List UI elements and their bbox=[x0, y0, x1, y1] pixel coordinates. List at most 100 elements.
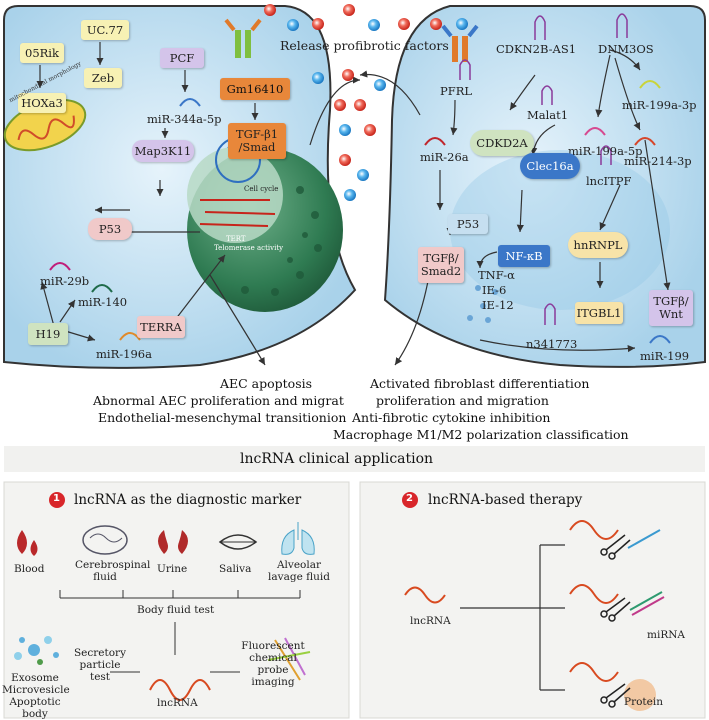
vesicle-icon bbox=[14, 636, 59, 665]
nuclear-pores bbox=[241, 186, 322, 296]
panel2-badge bbox=[402, 492, 418, 508]
mirna-strand-icon bbox=[627, 529, 665, 616]
nucleolus-region bbox=[187, 147, 283, 243]
protein-icon bbox=[624, 679, 656, 711]
right-cell-membrane bbox=[383, 5, 706, 368]
label-mir-26a: miR-26a bbox=[420, 150, 469, 164]
outcome-activated-fibroblast: Activated fibroblast differentiation bbox=[370, 376, 590, 391]
outcome-aec-apoptosis: AEC apoptosis bbox=[219, 376, 313, 391]
brain-icon bbox=[82, 525, 128, 555]
box-tgf-smad: TGF-β1 /Smad bbox=[228, 123, 286, 159]
label-pfrl: PFRL bbox=[440, 84, 473, 98]
box-zeb: Zeb bbox=[84, 68, 122, 88]
panel2-mirna: miRNA bbox=[647, 629, 685, 641]
cytokine-dots bbox=[467, 285, 498, 323]
outcome-endothelial: Endothelial-mesenchymal transitionion bbox=[98, 410, 347, 425]
label-mir-344a-5p: miR-344a-5p bbox=[147, 112, 222, 126]
box-p53-left: P53 bbox=[88, 218, 132, 240]
lncrna-glyphs bbox=[459, 13, 628, 325]
box-clec16a: Clec16a bbox=[520, 153, 580, 179]
therapy-lncrna-icon bbox=[404, 586, 446, 604]
panel1-title: lncRNA as the diagnostic marker bbox=[74, 492, 302, 508]
chromosome-icon bbox=[199, 199, 276, 227]
box-itgbl1: ITGBL1 bbox=[575, 302, 623, 324]
blood-icon bbox=[17, 530, 38, 556]
label-cell-cycle: Cell cycle bbox=[244, 185, 279, 193]
profibrotic-particles bbox=[264, 4, 468, 201]
therapy-branch1-icon bbox=[569, 520, 619, 540]
label-cdkn2b-as1: CDKN2B-AS1 bbox=[496, 42, 577, 56]
label-ie-6: IE-6 bbox=[482, 283, 507, 297]
box-hnrnpl: hnRNPL bbox=[568, 232, 628, 258]
left-outcomes: AEC apoptosis bbox=[176, 376, 356, 391]
box-map3k11: Map3K11 bbox=[132, 140, 194, 162]
lungs-icon bbox=[281, 522, 315, 555]
label-mir-199a-3p: miR-199a-3p bbox=[622, 98, 697, 112]
body-fluid-test: Body fluid test bbox=[137, 604, 215, 616]
fluid-bracket bbox=[59, 590, 301, 673]
fluid-blood: Blood bbox=[14, 563, 45, 575]
label-mir-199a-5p: miR-199a-5p bbox=[568, 144, 643, 158]
panel2-title: lncRNA-based therapy bbox=[428, 492, 583, 508]
scissors-icon bbox=[600, 534, 631, 708]
therapy-tree bbox=[460, 544, 565, 691]
panel1-number: 1 bbox=[53, 493, 60, 504]
outcome-macrophage: Macrophage M1/M2 polarization classifica… bbox=[333, 427, 629, 442]
fluid-alveolar: Alveolar lavage fluid bbox=[268, 559, 330, 583]
receptor-left-icon bbox=[224, 18, 262, 58]
panel2-protein: Protein bbox=[624, 696, 663, 708]
panel2-number: 2 bbox=[406, 493, 413, 504]
box-uc77: UC.77 bbox=[81, 20, 129, 40]
label-telomerase: Telomerase activity bbox=[214, 244, 284, 252]
panel2-lncrna: lncRNA bbox=[410, 615, 451, 627]
therapy-branch3-icon bbox=[569, 662, 619, 682]
fluid-urine: Urine bbox=[157, 563, 188, 575]
fluid-saliva: Saliva bbox=[219, 563, 252, 575]
panel2-bg bbox=[359, 481, 706, 719]
kidney-icon bbox=[158, 530, 188, 554]
secretory-particle-test: Secretory particle test bbox=[73, 647, 126, 683]
fluid-csf: Cerebrospinal fluid bbox=[75, 559, 151, 583]
receptor-right-icon bbox=[441, 24, 479, 62]
panel1-lncrna: lncRNA bbox=[157, 697, 198, 709]
lncrna-strand-icon bbox=[149, 679, 211, 701]
label-mir-214-3p: miR-214-3p bbox=[624, 154, 692, 168]
label-mir-140: miR-140 bbox=[78, 295, 128, 309]
label-lncitpf: lncITPF bbox=[586, 174, 632, 188]
label-dnm3os: DNM3OS bbox=[598, 42, 654, 56]
outcome-anti-fibrotic: Anti-fibrotic cytokine inhibition bbox=[352, 410, 551, 425]
probe-icon bbox=[267, 637, 311, 681]
box-gm16410: Gm16410 bbox=[220, 78, 290, 100]
box-hoxa3: HOXa3 bbox=[18, 93, 66, 113]
label-mir-199: miR-199 bbox=[640, 349, 690, 363]
outcome-proliferation-migration: proliferation and migration bbox=[376, 393, 549, 408]
clinical-header-band bbox=[4, 446, 705, 472]
box-nf-kb: NF-κB bbox=[498, 245, 550, 267]
label-ie-12: IE-12 bbox=[482, 298, 514, 312]
label-mir-196a: miR-196a bbox=[96, 347, 152, 361]
box-tgfb-smad2: TGFβ/ Smad2 bbox=[418, 247, 464, 283]
right-arrows bbox=[436, 49, 671, 353]
left-arrows bbox=[36, 42, 431, 366]
vesicle-types: Exosome Microvesicle Apoptotic body bbox=[2, 672, 70, 720]
box-tgfb-wnt: TGFβ/ Wnt bbox=[649, 290, 693, 326]
outcome-abnormal-aec: Abnormal AEC proliferation and migrat bbox=[93, 393, 344, 408]
box-h19: H19 bbox=[28, 323, 68, 345]
label-malat1: Malat1 bbox=[527, 108, 569, 122]
box-05rik: 05Rik bbox=[20, 43, 64, 63]
right-cell-inner bbox=[450, 150, 670, 310]
clinical-header: lncRNA clinical application bbox=[240, 451, 434, 467]
box-cdkd2a: CDKD2A bbox=[470, 130, 534, 156]
box-terra: TERRA bbox=[137, 316, 185, 338]
label-tnf-alpha: TNF-α bbox=[478, 268, 515, 282]
fluorescent-probe: Fluorescent chemical probe imaging bbox=[241, 640, 305, 688]
mirna-glyphs bbox=[49, 80, 671, 344]
box-pcf: PCF bbox=[160, 48, 204, 68]
label-mir-29b: miR-29b bbox=[40, 274, 90, 288]
panel1-badge bbox=[49, 492, 65, 508]
box-p53-right: P53 bbox=[448, 214, 488, 234]
lips-icon bbox=[218, 534, 258, 550]
panel1-bg bbox=[3, 481, 350, 719]
